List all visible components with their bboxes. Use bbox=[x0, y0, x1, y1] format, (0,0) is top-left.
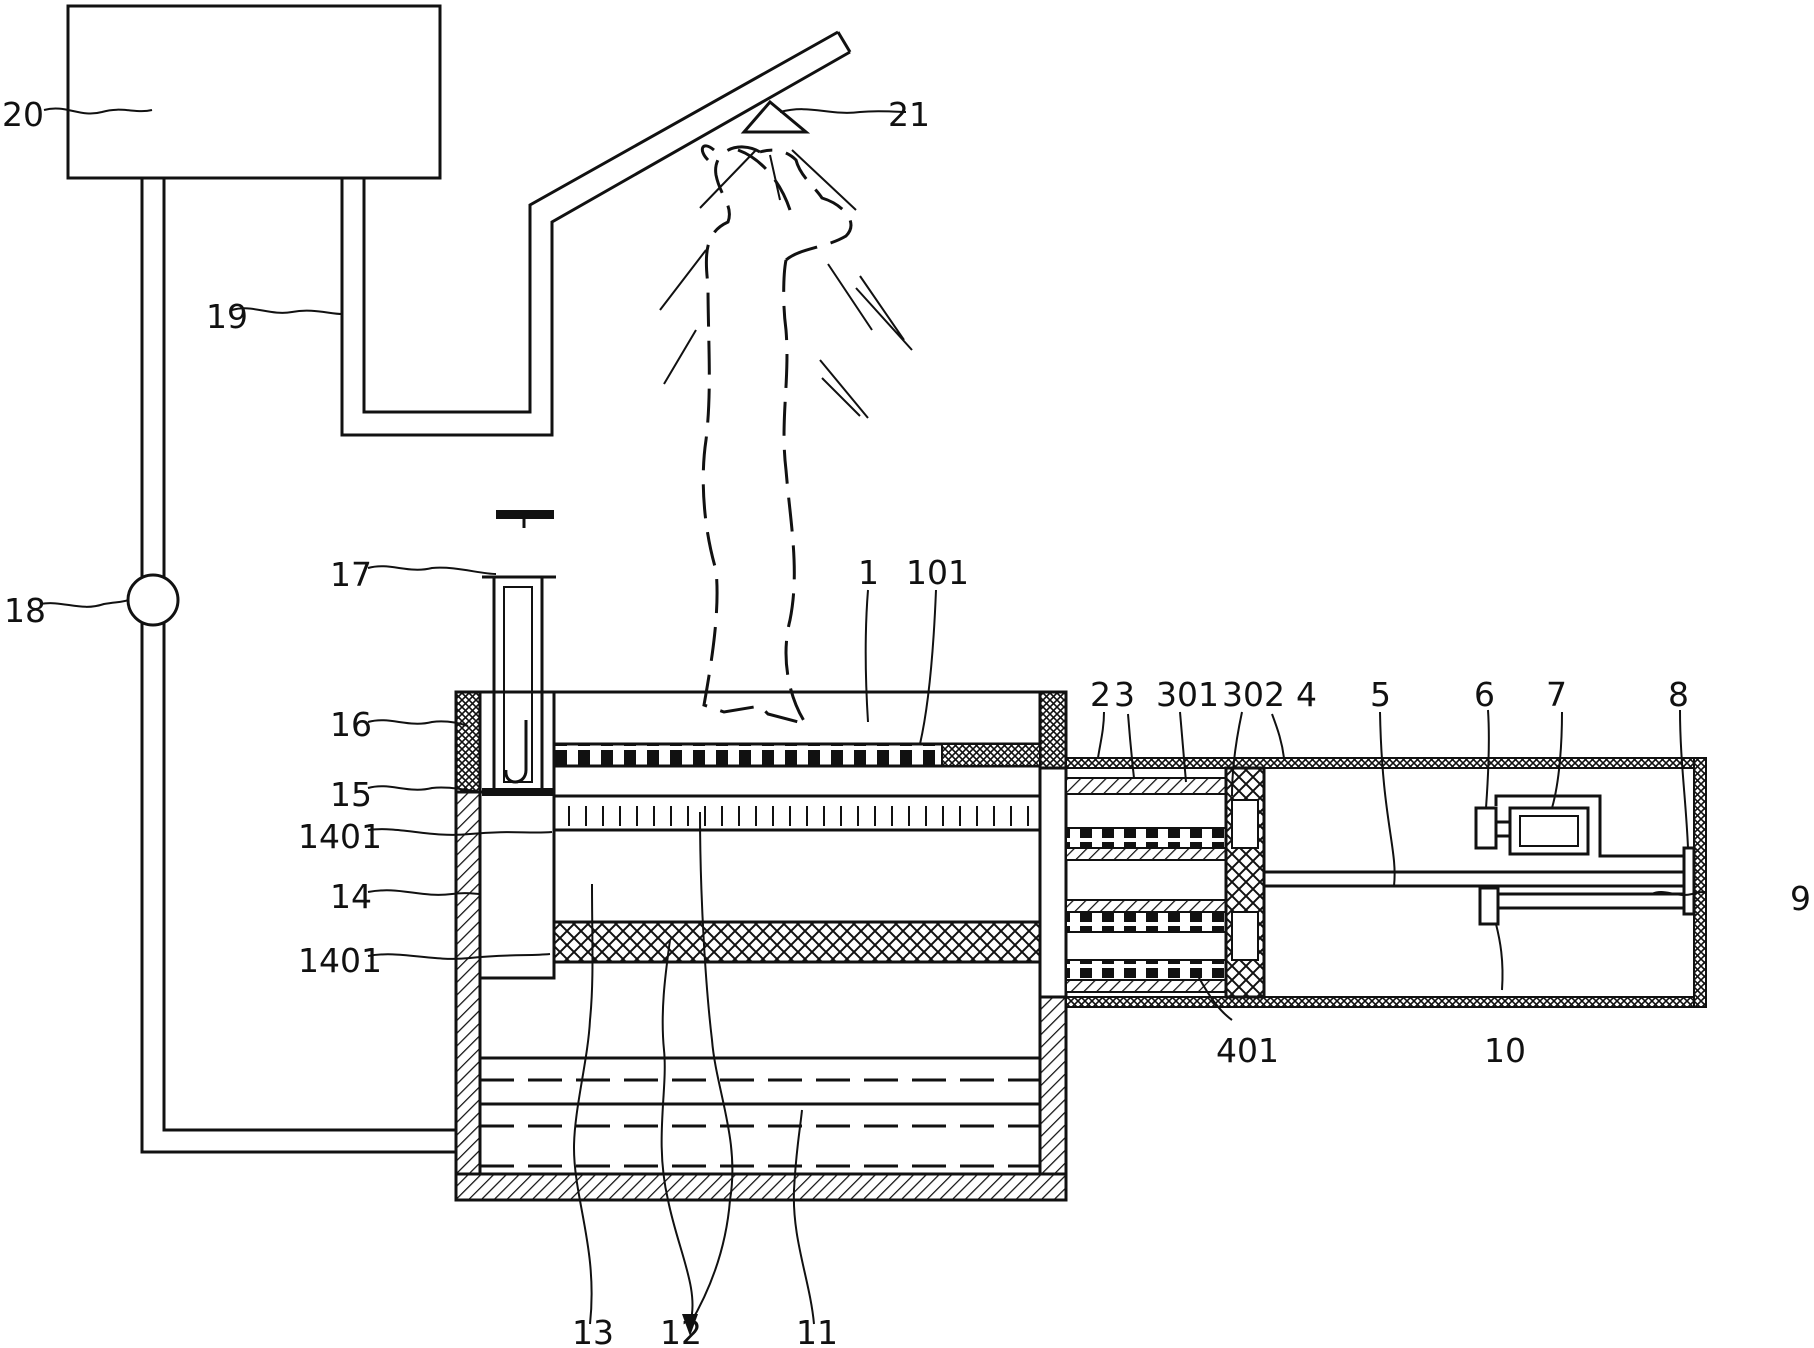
delivery-pipe bbox=[340, 30, 852, 437]
label-13: 13 bbox=[572, 1313, 614, 1348]
basin bbox=[454, 690, 1068, 1202]
label-6: 6 bbox=[1474, 675, 1495, 714]
label-11: 11 bbox=[796, 1313, 838, 1348]
reference-labels: 20 21 19 18 17 1 101 16 15 1401 14 1401 … bbox=[2, 95, 1811, 1348]
person-figure bbox=[700, 144, 853, 727]
label-7: 7 bbox=[1546, 675, 1567, 714]
water-tank bbox=[66, 4, 442, 180]
label-8: 8 bbox=[1668, 675, 1689, 714]
piston-rod bbox=[1264, 870, 1684, 888]
label-21: 21 bbox=[888, 95, 930, 134]
label-302: 302 bbox=[1222, 675, 1285, 714]
lower-filter bbox=[552, 920, 1042, 964]
label-2: 2 bbox=[1090, 675, 1111, 714]
label-101: 101 bbox=[906, 553, 969, 592]
water-level bbox=[480, 1056, 1040, 1168]
label-15: 15 bbox=[330, 775, 372, 814]
label-4: 4 bbox=[1296, 675, 1317, 714]
label-301: 301 bbox=[1156, 675, 1219, 714]
connector-pipes bbox=[1065, 757, 1233, 993]
perforated-floor bbox=[552, 742, 1042, 768]
pump bbox=[126, 573, 180, 627]
upper-filter bbox=[552, 794, 1042, 832]
label-1: 1 bbox=[858, 553, 879, 592]
label-1401-lower: 1401 bbox=[298, 941, 382, 980]
label-5: 5 bbox=[1370, 675, 1391, 714]
label-3: 3 bbox=[1114, 675, 1135, 714]
label-401: 401 bbox=[1216, 1031, 1279, 1070]
label-19: 19 bbox=[206, 297, 248, 336]
label-9: 9 bbox=[1790, 879, 1811, 918]
label-20: 20 bbox=[2, 95, 44, 134]
arrowheads-12 bbox=[682, 1314, 698, 1336]
label-10: 10 bbox=[1484, 1031, 1526, 1070]
label-1401-upper: 1401 bbox=[298, 817, 382, 856]
pump-housing bbox=[1065, 757, 1707, 1008]
label-14: 14 bbox=[330, 877, 372, 916]
label-18: 18 bbox=[4, 591, 46, 630]
supply-pipe bbox=[140, 178, 456, 1154]
end-plate bbox=[1478, 846, 1696, 926]
filter-plunger bbox=[482, 510, 556, 796]
motor bbox=[1474, 794, 1684, 858]
label-16: 16 bbox=[330, 705, 372, 744]
leader-lines bbox=[39, 107, 1707, 1325]
label-17: 17 bbox=[330, 555, 372, 594]
label-12: 12 bbox=[660, 1313, 702, 1348]
shower-head bbox=[659, 99, 913, 419]
